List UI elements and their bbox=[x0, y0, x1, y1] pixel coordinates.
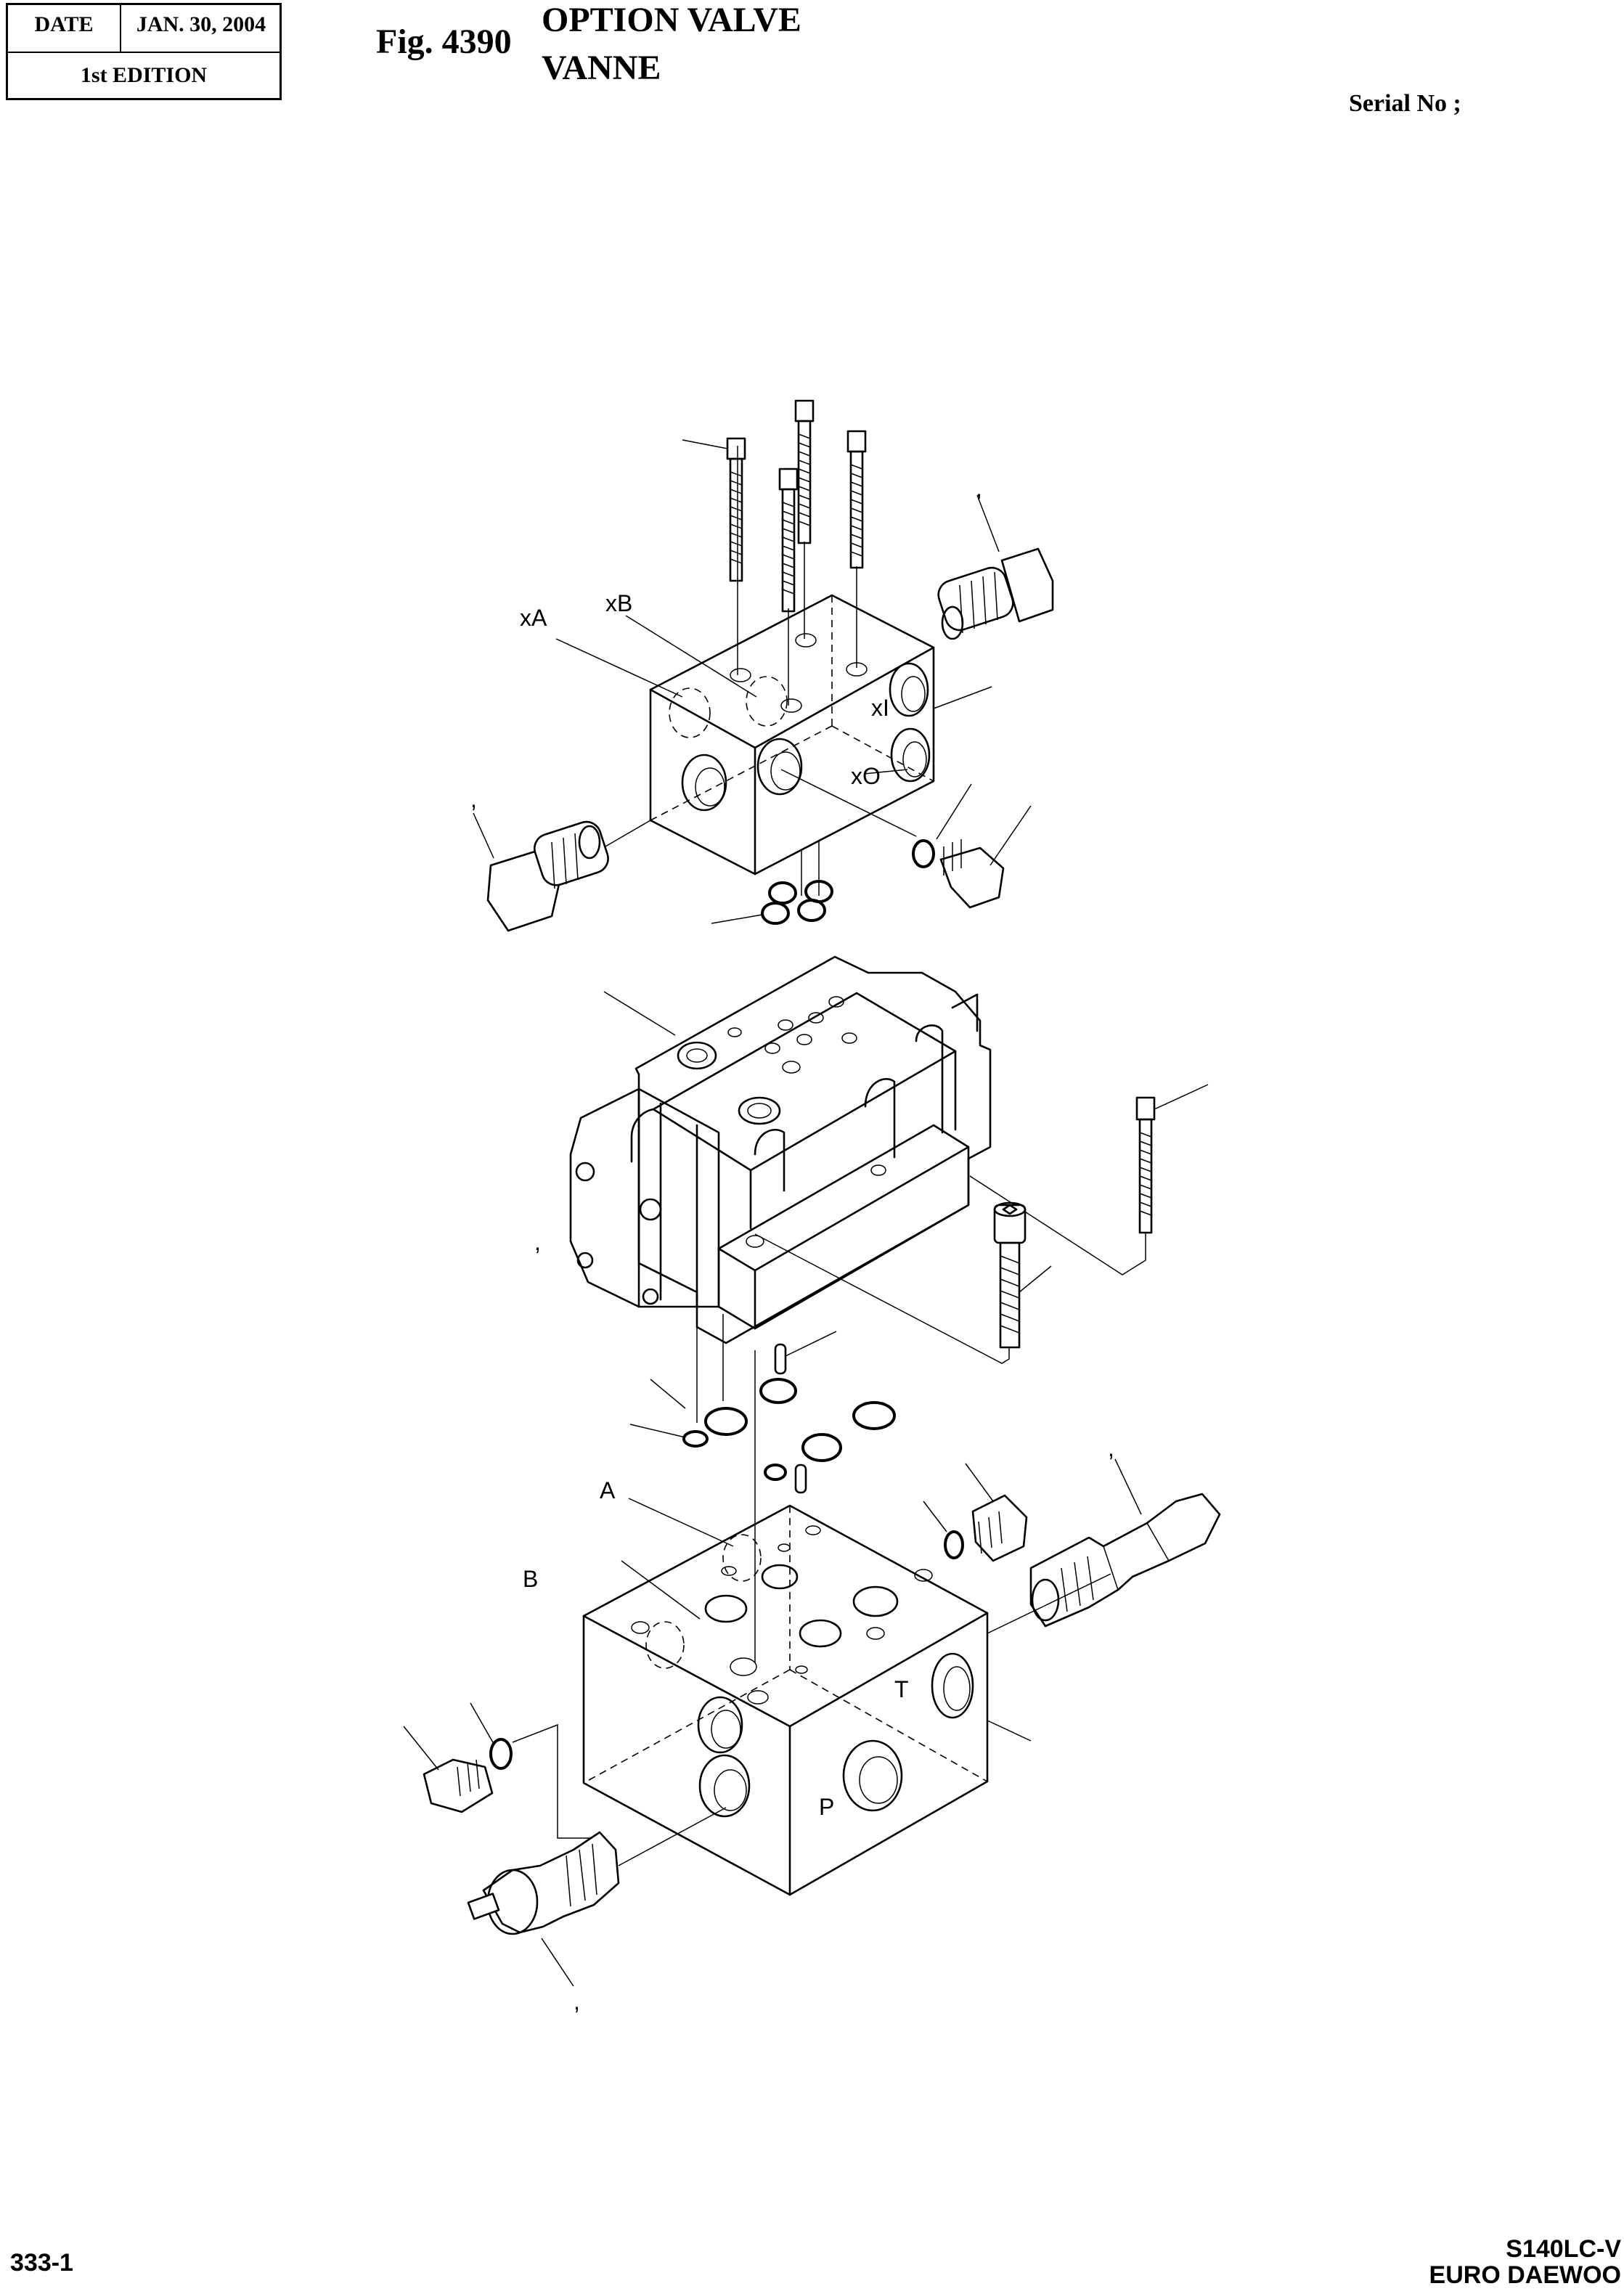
brand-name: EURO DAEWOO bbox=[1429, 2261, 1621, 2289]
o-ring-cluster bbox=[711, 880, 833, 925]
date-value: JAN. 30, 2004 bbox=[136, 12, 266, 36]
lower-left-plug-and-cartridge bbox=[403, 1702, 727, 1987]
header-info-box: DATE JAN. 30, 2004 1st EDITION bbox=[6, 3, 282, 100]
port-label-A: A bbox=[600, 1477, 616, 1503]
callout-mark: , bbox=[976, 475, 982, 502]
header-divider-vertical bbox=[120, 5, 121, 52]
upper-plug-and-ring bbox=[912, 783, 1032, 909]
header-divider-horizontal bbox=[8, 52, 279, 53]
date-label: DATE bbox=[34, 12, 94, 36]
callout-mark: , bbox=[574, 1988, 580, 2015]
callout-mark: , bbox=[470, 786, 477, 812]
socket-head-screw bbox=[754, 1201, 1052, 1364]
figure-number: Fig. 4390 bbox=[376, 23, 512, 61]
lower-valve-block bbox=[582, 1498, 1032, 1896]
right-mounting-screw bbox=[969, 1084, 1209, 1275]
model-footer: S140LC-V EURO DAEWOO bbox=[1429, 2236, 1621, 2288]
page-title-french: VANNE bbox=[542, 49, 661, 87]
port-label-xI: xI bbox=[871, 695, 889, 721]
port-label-B: B bbox=[523, 1566, 538, 1592]
lower-right-cartridge bbox=[923, 1458, 1221, 1634]
upper-left-cartridge bbox=[473, 812, 651, 932]
port-label-xA: xA bbox=[520, 605, 547, 631]
port-label-T: T bbox=[894, 1676, 909, 1702]
middle-pins-and-rings bbox=[629, 1331, 896, 1494]
port-label-xB: xB bbox=[605, 590, 632, 616]
model-name: S140LC-V bbox=[1506, 2235, 1621, 2263]
page-number: 333-1 bbox=[10, 2249, 73, 2277]
callout-mark: , bbox=[1108, 1435, 1114, 1461]
port-label-P: P bbox=[819, 1794, 834, 1820]
callout-marks: , , , , , bbox=[470, 475, 1114, 2015]
edition-label: 1st EDITION bbox=[80, 63, 208, 87]
upper-cap-screws bbox=[682, 399, 867, 613]
page-title: OPTION VALVE bbox=[542, 1, 801, 39]
serial-number-label: Serial No ; bbox=[1349, 90, 1461, 117]
port-labels: xA xB xI xO A B T P bbox=[520, 590, 909, 1820]
callout-mark: , bbox=[534, 1229, 541, 1255]
port-label-xO: xO bbox=[851, 763, 881, 789]
upper-valve-block bbox=[555, 446, 992, 896]
solenoid-directional-valve bbox=[569, 955, 992, 1662]
upper-right-cartridge bbox=[937, 494, 1054, 640]
